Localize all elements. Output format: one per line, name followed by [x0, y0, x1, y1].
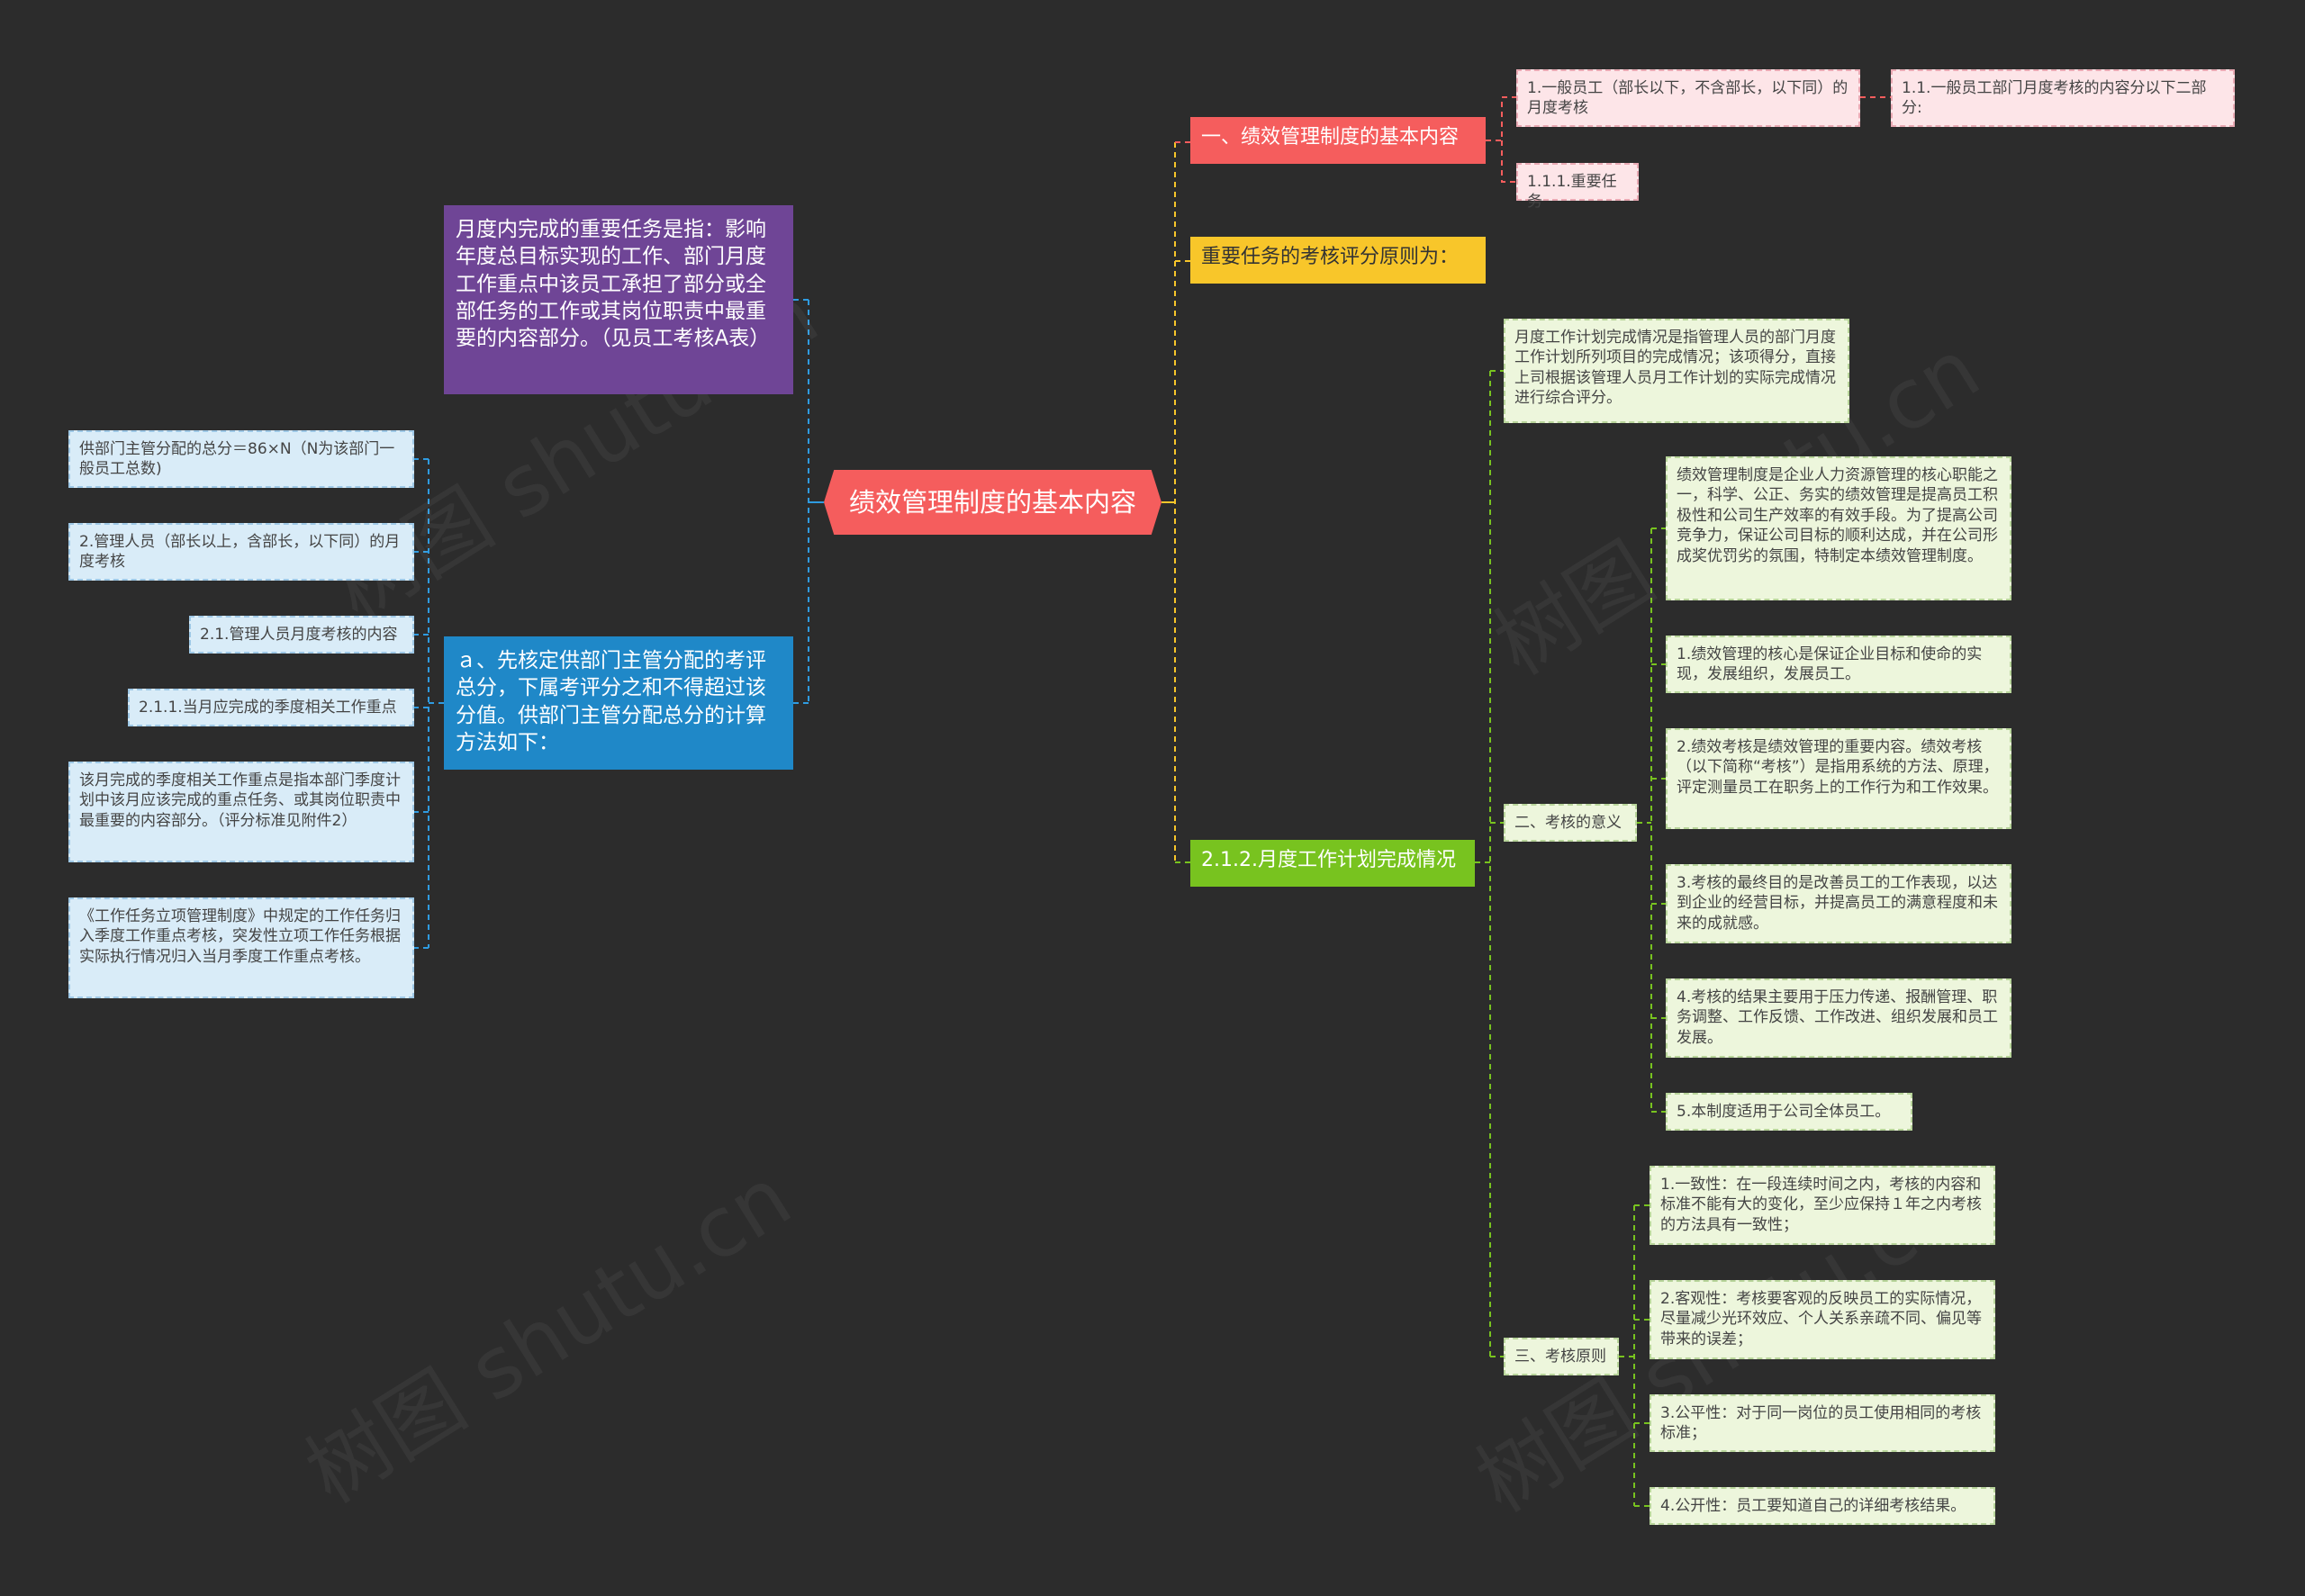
principle-item[interactable]: 1.一致性：在一段连续时间之内，考核的内容和标准不能有大的变化，至少应保持１年之… — [1650, 1166, 1995, 1245]
node-monthly-definition[interactable]: 月度工作计划完成情况是指管理人员的部门月度工作计划所列项目的完成情况；该项得分，… — [1504, 319, 1849, 423]
branch-monthly-plan[interactable]: 2.1.2.月度工作计划完成情况 — [1190, 840, 1475, 887]
node-review-principles[interactable]: 三、考核原则 — [1504, 1338, 1619, 1375]
connector-line — [1501, 140, 1516, 183]
left-item[interactable]: 2.管理人员（部长以上，含部长，以下同）的月度考核 — [68, 523, 414, 581]
branch-important-tasks[interactable]: 月度内完成的重要任务是指：影响年度总目标实现的工作、部门月度工作重点中该员工承担… — [444, 205, 793, 394]
connector-line — [1486, 96, 1516, 141]
node-general-staff-review[interactable]: 1.一般员工（部长以下，不含部长，以下同）的月度考核 — [1516, 69, 1860, 127]
left-item[interactable]: 该月完成的季度相关工作重点是指本部门季度计划中该月应该完成的重点任务、或其岗位职… — [68, 762, 414, 862]
branch-basic-content[interactable]: 一、绩效管理制度的基本内容 — [1190, 117, 1486, 164]
node-significance[interactable]: 二、考核的意义 — [1504, 804, 1637, 842]
significance-item[interactable]: 绩效管理制度是企业人力资源管理的核心职能之一，科学、公正、务实的绩效管理是提高员… — [1666, 456, 2011, 600]
significance-item[interactable]: 1.绩效管理的核心是保证企业目标和使命的实现，发展组织，发展员工。 — [1666, 636, 2011, 693]
left-item[interactable]: 《工作任务立项管理制度》中规定的工作任务归入季度工作重点考核，突发性立项工作任务… — [68, 897, 414, 998]
node-general-staff-detail[interactable]: 1.1.一般员工部门月度考核的内容分以下二部分: — [1891, 69, 2235, 127]
node-key-tasks[interactable]: 1.1.1.重要任务 — [1516, 163, 1639, 211]
principle-item[interactable]: 2.客观性：考核要客观的反映员工的实际情况，尽量减少光环效应、个人关系亲疏不同、… — [1650, 1280, 1995, 1359]
branch-scoring-principle[interactable]: 重要任务的考核评分原则为： — [1190, 237, 1486, 284]
root-topic[interactable]: 绩效管理制度的基本内容 — [824, 470, 1162, 535]
branch-supervisor-score[interactable]: ａ、先核定供部门主管分配的考评总分，下属考评分之和不得超过该分值。供部门主管分配… — [444, 636, 793, 770]
principle-item[interactable]: 3.公平性：对于同一岗位的员工使用相同的考核标准； — [1650, 1394, 1995, 1452]
significance-item[interactable]: 3.考核的最终目的是改善员工的工作表现，以达到企业的经营目标，并提高员工的满意程… — [1666, 864, 2011, 943]
left-item[interactable]: 供部门主管分配的总分＝86×N（N为该部门一般员工总数) — [68, 430, 414, 488]
significance-item[interactable]: 4.考核的结果主要用于压力传递、报酬管理、职务调整、工作反馈、工作改进、组织发展… — [1666, 978, 2011, 1058]
significance-item[interactable]: 5.本制度适用于公司全体员工。 — [1666, 1093, 1912, 1131]
significance-item[interactable]: 2.绩效考核是绩效管理的重要内容。绩效考核（以下简称“考核”）是指用系统的方法、… — [1666, 728, 2011, 829]
left-item[interactable]: 2.1.管理人员月度考核的内容 — [189, 616, 414, 654]
left-item[interactable]: 2.1.1.当月应完成的季度相关工作重点 — [128, 689, 414, 726]
principle-item[interactable]: 4.公开性：员工要知道自己的详细考核结果。 — [1650, 1487, 1995, 1525]
